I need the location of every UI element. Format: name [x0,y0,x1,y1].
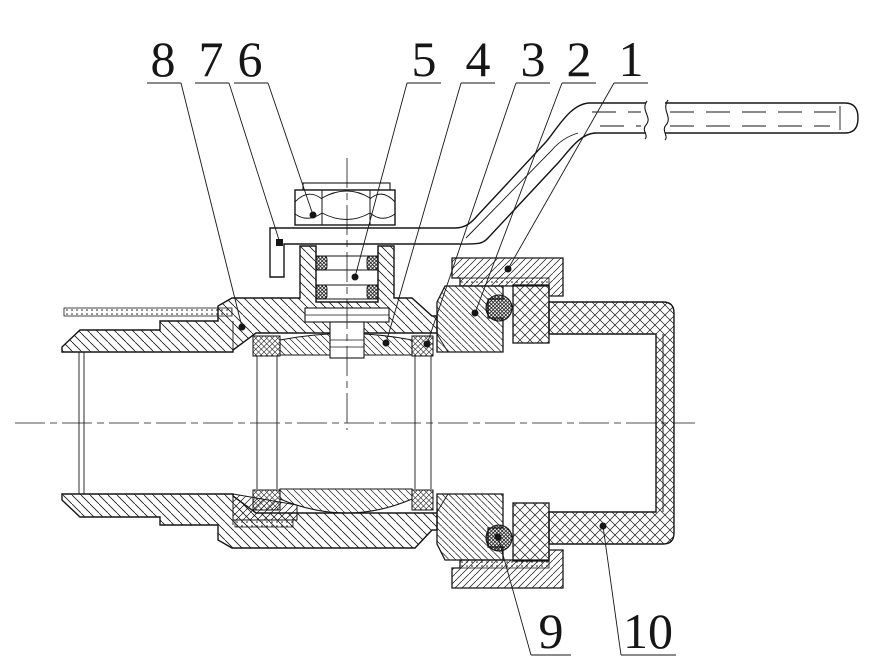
callout-label-9: 9 [539,603,564,659]
centerlines [15,158,695,430]
handle-break-left [643,100,649,140]
callout-label-2: 2 [567,31,592,87]
callout-10: 10 [599,522,676,659]
ball-bore-edges [256,356,432,489]
gasket-top [459,277,550,287]
callout-8: 8 [147,31,246,331]
connector-web-top [512,284,550,344]
callout-1: 1 [504,31,648,273]
callouts: 8 7 6 5 4 [147,31,676,659]
handle-hidden-lines [592,111,836,127]
left-thread-strip [63,307,233,317]
connector-pipe [548,301,675,545]
o-ring-top [485,294,513,322]
handle-rise-inner-line [465,132,579,239]
handle [269,96,859,278]
callout-label-10: 10 [623,603,673,659]
callout-label-8: 8 [151,31,176,87]
stem-o-rings [315,255,379,300]
callout-label-6: 6 [238,31,263,87]
ball-bottom-section [279,488,413,514]
handle-break-gap [646,96,665,140]
hex-nut [294,189,396,226]
right-connector [512,284,675,562]
stem-top-washer [302,182,391,191]
connector-web-bottom [512,502,550,562]
handle-break-right [663,99,669,141]
bottom-joint-strip [234,519,294,528]
callout-3: 3 [423,31,550,348]
callout-4: 4 [382,31,495,347]
callout-label-1: 1 [619,31,644,87]
handle-outline [269,102,859,278]
callout-label-5: 5 [412,31,437,87]
callout-label-7: 7 [199,31,224,87]
callout-7: 7 [195,31,283,246]
callout-6: 6 [234,31,317,219]
callout-9: 9 [494,533,571,659]
callout-label-3: 3 [521,31,546,87]
callout-5: 5 [351,31,441,281]
callout-label-4: 4 [466,31,491,87]
flat-gaskets [459,277,550,569]
callout-2: 2 [471,31,596,317]
ball [256,332,432,514]
